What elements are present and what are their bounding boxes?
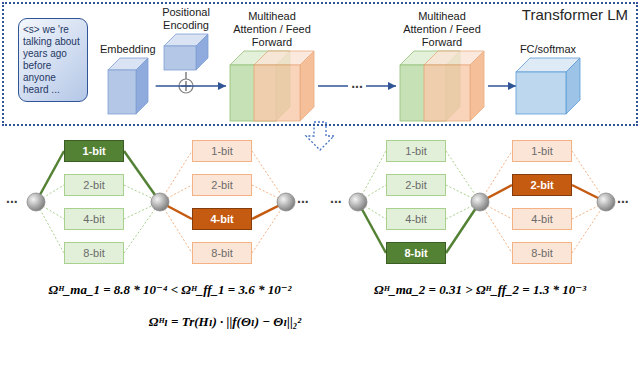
layer-node-sphere bbox=[349, 193, 367, 211]
layer-block-shape bbox=[516, 58, 580, 114]
layer-block-shape bbox=[136, 58, 148, 114]
bit-width-box: 1-bit bbox=[64, 140, 124, 162]
candidate-wire bbox=[36, 151, 606, 253]
transformer-layer-block-shape bbox=[470, 51, 484, 121]
bit-width-label: 2-bit bbox=[405, 179, 426, 191]
layer-block-shape bbox=[108, 58, 148, 114]
layer-block-shape bbox=[516, 58, 580, 114]
continuation-dots: ... bbox=[330, 190, 342, 206]
layer-node-sphere bbox=[597, 193, 615, 211]
bit-width-label: 2-bit bbox=[83, 179, 104, 191]
layer-node-sphere bbox=[27, 193, 45, 211]
bit-width-box: 8-bit bbox=[512, 242, 572, 264]
bit-width-label: 4-bit bbox=[83, 213, 104, 225]
edge-label: ... bbox=[348, 76, 366, 90]
bit-width-label: 8-bit bbox=[531, 247, 552, 259]
bit-width-box: 8-bit bbox=[386, 242, 446, 264]
sensitivity-formula: Ωᴴ_ma_1 = 8.8 * 10⁻⁴ < Ωᴴ_ff_1 = 3.6 * 1… bbox=[49, 282, 292, 298]
continuation-dots: ... bbox=[617, 190, 629, 206]
layer-block: Embedding bbox=[100, 43, 156, 114]
bit-width-box: 1-bit bbox=[512, 140, 572, 162]
encoding-cube-shape bbox=[164, 34, 208, 70]
position-sum-symbol bbox=[185, 72, 187, 79]
bit-width-box: 2-bit bbox=[386, 174, 446, 196]
node-label: <s> we 're talking about years ago befor… bbox=[23, 24, 83, 96]
transformer-layer-block-shape bbox=[254, 65, 300, 121]
input-sentence-card: <s> we 're talking about years ago befor… bbox=[18, 18, 88, 102]
candidate-wire bbox=[160, 151, 606, 253]
transformer-layer-block-shape bbox=[300, 51, 314, 121]
layer-node-sphere bbox=[277, 193, 295, 211]
position-sum-symbol bbox=[179, 72, 193, 93]
node-label: Multihead Attention / Feed Forward bbox=[396, 10, 488, 49]
bit-width-box: 2-bit bbox=[192, 174, 252, 196]
sensitivity-formula: Ωᴴ_ma_2 = 0.31 > Ωᴴ_ff_2 = 1.3 * 10⁻³ bbox=[374, 282, 586, 298]
encoding-cube-shape bbox=[164, 46, 196, 70]
bit-width-label: 2-bit bbox=[211, 179, 232, 191]
bit-width-box: 4-bit bbox=[192, 208, 252, 230]
transformer-layer-block-shape bbox=[230, 51, 314, 121]
layer-block-shape bbox=[108, 58, 148, 114]
bit-width-box: 1-bit bbox=[386, 140, 446, 162]
bit-width-label: 1-bit bbox=[531, 145, 552, 157]
bit-width-label: 2-bit bbox=[530, 179, 553, 191]
layer-block-shape bbox=[566, 58, 580, 114]
transformer-layer-block-shape bbox=[254, 51, 314, 121]
expand-arrow bbox=[306, 122, 334, 150]
node-label: Embedding bbox=[100, 43, 156, 56]
bit-width-label: 1-bit bbox=[82, 145, 105, 157]
bit-width-label: 8-bit bbox=[404, 247, 427, 259]
model-frame: Transformer LM<s> we 're talking about y… bbox=[2, 2, 638, 126]
bit-width-box: 8-bit bbox=[64, 242, 124, 264]
bit-width-box: 8-bit bbox=[192, 242, 252, 264]
selected-wire bbox=[36, 151, 480, 253]
encoding-cube-shape bbox=[164, 34, 208, 70]
bit-width-box: 4-bit bbox=[386, 208, 446, 230]
transformer-layer-block-shape bbox=[400, 51, 484, 121]
bit-width-label: 1-bit bbox=[211, 145, 232, 157]
bit-width-label: 4-bit bbox=[210, 213, 233, 225]
selected-wire bbox=[36, 151, 606, 253]
node-label: FC/softmax bbox=[516, 43, 580, 56]
layer-block-shape bbox=[108, 70, 136, 114]
flow-arrow bbox=[488, 85, 516, 87]
bit-width-box: 4-bit bbox=[64, 208, 124, 230]
transformer-layer-block-shape bbox=[400, 51, 484, 121]
node-label: Multihead Attention / Feed Forward bbox=[226, 10, 318, 49]
bit-width-box: 2-bit bbox=[64, 174, 124, 196]
node-label: Positional Encoding bbox=[154, 6, 218, 32]
bit-width-box: 4-bit bbox=[512, 208, 572, 230]
transformer-layer-block: Multihead Attention / Feed Forward bbox=[226, 10, 318, 121]
bit-width-label: 4-bit bbox=[531, 213, 552, 225]
frame-title: Transformer LM bbox=[4, 4, 636, 23]
encoding-cube-shape bbox=[196, 34, 208, 70]
encoding-cube-shape bbox=[164, 34, 208, 70]
transformer-layer-block-shape bbox=[230, 51, 314, 121]
transformer-layer-block-shape bbox=[424, 65, 470, 121]
layer-block-shape bbox=[516, 72, 566, 114]
encoding-cube: Positional Encoding bbox=[154, 6, 218, 70]
layer-block: FC/softmax bbox=[516, 43, 580, 114]
continuation-dots: ... bbox=[297, 190, 309, 206]
continuation-dots: ... bbox=[6, 190, 18, 206]
candidate-wire bbox=[36, 151, 480, 253]
bit-width-label: 8-bit bbox=[83, 247, 104, 259]
layer-node-sphere bbox=[471, 193, 489, 211]
sensitivity-formula: Ωᴴₗ = Tr(Hₗ) · ||f(Θₗ) − Θₗ||₂² bbox=[149, 314, 302, 330]
bit-width-label: 4-bit bbox=[405, 213, 426, 225]
bit-width-box: 1-bit bbox=[192, 140, 252, 162]
transformer-layer-block-shape bbox=[424, 51, 484, 121]
transformer-layer-block: Multihead Attention / Feed Forward bbox=[396, 10, 488, 121]
layer-block-shape bbox=[516, 58, 580, 114]
layer-node-sphere bbox=[151, 193, 169, 211]
bit-width-box: 2-bit bbox=[512, 174, 572, 196]
bit-width-label: 8-bit bbox=[211, 247, 232, 259]
flow-arrow bbox=[156, 85, 226, 87]
bit-width-label: 1-bit bbox=[405, 145, 426, 157]
layer-block-shape bbox=[108, 58, 148, 114]
